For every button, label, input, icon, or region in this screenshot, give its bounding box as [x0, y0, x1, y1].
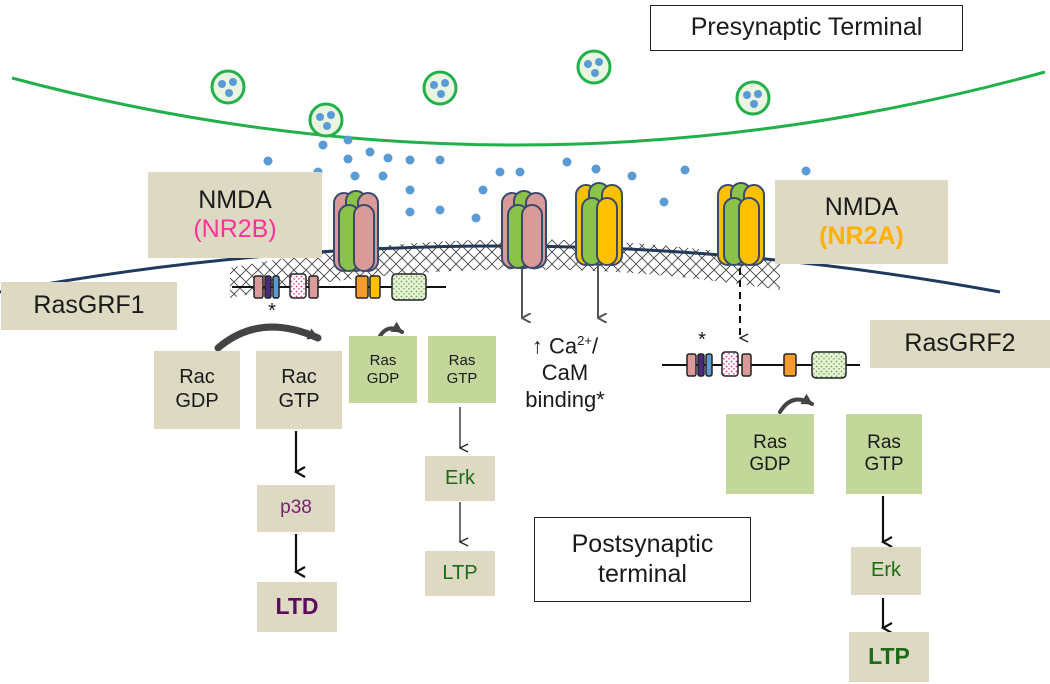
- rasgrf2-label: RasGRF2: [870, 320, 1050, 368]
- ras-gdp-box-right: Ras GDP: [726, 414, 814, 494]
- ras-activation-arrow-right: [778, 393, 814, 414]
- rasgrf1-phosphosite-star: *: [268, 300, 276, 322]
- rasgrf2-domain-structure: [662, 351, 860, 379]
- rac-gtp-box: Rac GTP: [256, 351, 342, 429]
- postsynaptic-terminal-label: Postsynaptic terminal: [534, 517, 751, 602]
- ras-gtp-box-right: Ras GTP: [846, 414, 922, 494]
- vesicle: [308, 102, 344, 138]
- vesicle: [576, 49, 612, 85]
- ltd-box: LTD: [257, 582, 337, 632]
- vesicle: [210, 69, 246, 105]
- nmda-receptor-nr2b-left: [333, 190, 379, 272]
- nmda-receptor-nr2b-middle: [501, 190, 547, 269]
- rasgrf1-domain-structure: [232, 273, 446, 301]
- rasgrf1-label: RasGRF1: [1, 282, 177, 330]
- binding-line: binding*: [525, 387, 605, 413]
- ras-gdp-box-middle: Ras GDP: [349, 336, 417, 403]
- neurotransmitters: [263, 135, 811, 223]
- synaptic-vesicles: [210, 49, 771, 138]
- calcium-line: ↑ Ca2+/: [531, 333, 599, 359]
- rac-gdp-box: Rac GDP: [154, 351, 240, 429]
- calcium-cam-binding-text: ↑ Ca2+/ CaM binding*: [505, 327, 625, 413]
- vesicle: [422, 70, 458, 106]
- rasgrf2-phosphosite-star: *: [698, 329, 706, 351]
- nmda-nr2a-label: NMDA (NR2A): [775, 180, 948, 264]
- ltp-box-middle: LTP: [425, 551, 495, 596]
- ltp-box-right: LTP: [849, 632, 929, 682]
- nmda-nr2b-label: NMDA (NR2B): [148, 172, 322, 258]
- vesicle: [735, 80, 771, 116]
- rac-activation-arrow: [214, 323, 322, 352]
- erk-box-middle: Erk: [425, 456, 495, 501]
- p38-box: p38: [257, 485, 335, 532]
- cam-line: CaM: [541, 360, 589, 386]
- nmda-receptor-nr2a-right: [717, 182, 765, 266]
- nmda-receptor-nr2a-middle: [575, 182, 623, 266]
- presynaptic-membrane: [11, 70, 1046, 147]
- presynaptic-terminal-label: Presynaptic Terminal: [650, 5, 963, 51]
- erk-box-right: Erk: [851, 547, 921, 595]
- ras-gtp-box-middle: Ras GTP: [428, 336, 496, 403]
